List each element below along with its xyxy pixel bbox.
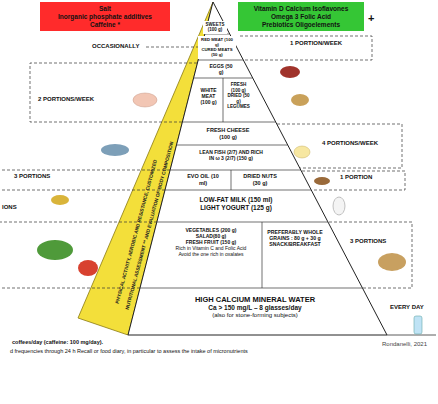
tier-split	[223, 78, 224, 122]
oil-picture	[51, 195, 69, 205]
food-tier-text: WHITE MEAT (100 g)	[197, 87, 220, 105]
frequency-brackets	[0, 36, 412, 288]
frequency-label: OCCASIONALLY	[92, 43, 139, 50]
dashed-bracket	[146, 47, 199, 48]
food-tier-text: FRESH FRUIT (150 g)	[164, 239, 258, 245]
food-tier-text: EGGS (50 g)	[209, 63, 233, 75]
water-tier: HIGH CALCIUM MINERAL WATERCa > 150 mg/L …	[160, 294, 350, 320]
food-tier-text: PREFERABLY WHOLE GRAINS : 80 g + 30 g SN…	[267, 229, 323, 248]
nuts-picture	[314, 177, 330, 185]
frequency-label: 4 PORTIONS/WEEK	[322, 140, 378, 147]
dashed-bracket	[329, 222, 412, 288]
food-tier: VEGETABLES (200 g)SALAD(80 g)FRESH FRUIT…	[163, 226, 259, 258]
nutrient-banner-text: Prebiotics Oligoelements	[242, 21, 360, 29]
tier-line	[170, 170, 301, 171]
tier-line	[198, 60, 243, 61]
dashed-bracket	[0, 170, 170, 171]
food-tier-text: Rich in Vitamin C and Folic Acid	[164, 245, 258, 251]
frequency-label: 2 PORTIONS/WEEK	[38, 96, 94, 103]
nutrient-banner-text: Omega 3 Folic Acid	[242, 13, 360, 21]
red-meat-picture	[280, 66, 300, 78]
tier-line	[157, 222, 328, 223]
water-tier-text: HIGH CALCIUM MINERAL WATER	[161, 295, 349, 304]
tier-split	[231, 170, 232, 190]
frequency-label: 1 PORTION/WEEK	[290, 40, 342, 47]
plus-sign: +	[368, 12, 374, 25]
frequency-label: 3 PORTIONS	[14, 173, 50, 180]
tier-split	[262, 222, 263, 288]
tier-line	[177, 145, 288, 146]
food-tier-text: FRESH (100 g)	[226, 82, 251, 93]
food-tier: LEAN FISH (2/7) AND RICH IN ω 3 (2/7) (1…	[198, 148, 264, 162]
food-tier: EVO OIL (10 ml)	[183, 172, 223, 187]
milk-picture	[333, 197, 345, 215]
cheese-picture	[294, 146, 310, 158]
food-tier-text: VEGETABLES (200 g)	[164, 227, 258, 233]
food-tier-text: LEGUMES	[226, 104, 251, 110]
food-tier: WHITE MEAT (100 g)	[196, 86, 221, 106]
water-bottle-picture	[414, 316, 422, 334]
footnote: coffees/day (caffeine: 100 mg/day).	[12, 339, 103, 345]
food-tier-text: CURED MEATS (50 g)	[199, 47, 235, 57]
legumes-picture	[291, 94, 309, 106]
food-tier: EGGS (50 g)	[208, 62, 234, 76]
food-tier: LOW-FAT MILK (150 ml)LIGHT YOGURT (125 g…	[180, 195, 292, 213]
citation: Rondanelli, 2021	[382, 341, 427, 348]
dashed-bracket	[302, 171, 405, 190]
food-tier-text: SWEETS (100 g)	[204, 22, 226, 33]
fish-picture	[101, 144, 129, 156]
footnote: d frequencies through 24 h Recall or foo…	[10, 348, 248, 354]
water-tier-text: (also for stone-forming subjects)	[161, 312, 349, 319]
tier-line	[165, 190, 311, 191]
tier-lines	[140, 34, 362, 288]
warning-banner-text: Caffeine *	[44, 21, 166, 29]
grains-picture	[378, 253, 406, 271]
dashed-bracket	[240, 36, 372, 60]
water-tier-text: Ca > 150 mg/L – 8 glasses/day	[161, 304, 349, 312]
food-tier-text: DRIED NUTS (30 g)	[239, 173, 281, 186]
fruit-picture	[78, 260, 98, 276]
dashed-bracket	[277, 124, 402, 168]
food-tier: SWEETS (100 g)	[203, 21, 227, 34]
vegetables-picture	[37, 240, 73, 260]
dashed-bracket	[0, 190, 165, 191]
food-tier-text: DRIED (50 g)	[226, 93, 251, 104]
food-tier-text: Avoid the one rich in oxalates	[164, 251, 258, 257]
frequency-label: EVERY DAY	[390, 304, 424, 311]
nutrient-banner: Vitamin D Calcium IsoflavonesOmega 3 Fol…	[238, 2, 364, 31]
dashed-bracket	[30, 63, 197, 122]
tier-line	[182, 122, 275, 123]
food-tier: DRIED NUTS (30 g)	[238, 172, 282, 187]
food-tier: RED MEAT (100 g)CURED MEATS (50 g)	[198, 36, 236, 59]
food-tier: FRESH (100 g)DRIED (50 g)LEGUMES	[225, 81, 252, 111]
food-tier-text: FRESH CHEESE (100 g)	[206, 127, 250, 140]
warning-banner-text: Salt	[44, 5, 166, 13]
food-tier-text: SALAD(80 g)	[164, 233, 258, 239]
nutrient-banner-text: Vitamin D Calcium Isoflavones	[242, 5, 360, 13]
white-meat-picture	[133, 93, 157, 107]
base-line	[387, 335, 436, 336]
food-tier-text: LIGHT YOGURT (125 g)	[181, 204, 291, 212]
food-tier-text: LEAN FISH (2/7) AND RICH IN ω 3 (2/7) (1…	[199, 149, 263, 161]
warning-banner: SaltInorganic phosphate additivesCaffein…	[40, 2, 170, 31]
food-tier: PREFERABLY WHOLE GRAINS : 80 g + 30 g SN…	[266, 228, 324, 249]
tier-line	[140, 288, 362, 289]
frequency-label: 3 PORTIONS	[350, 238, 386, 245]
food-tier-text: EVO OIL (10 ml)	[184, 173, 222, 186]
frequency-label: 1 PORTION	[340, 174, 372, 181]
frequency-label: IONS	[2, 204, 17, 211]
food-pictures	[37, 66, 422, 334]
food-tier: FRESH CHEESE (100 g)	[205, 126, 251, 141]
food-tier-text: RED MEAT (100 g)	[199, 37, 235, 47]
food-tier-text: LOW-FAT MILK (150 ml)	[181, 196, 291, 204]
warning-banner-text: Inorganic phosphate additives	[44, 13, 166, 21]
dashed-bracket	[0, 222, 157, 223]
